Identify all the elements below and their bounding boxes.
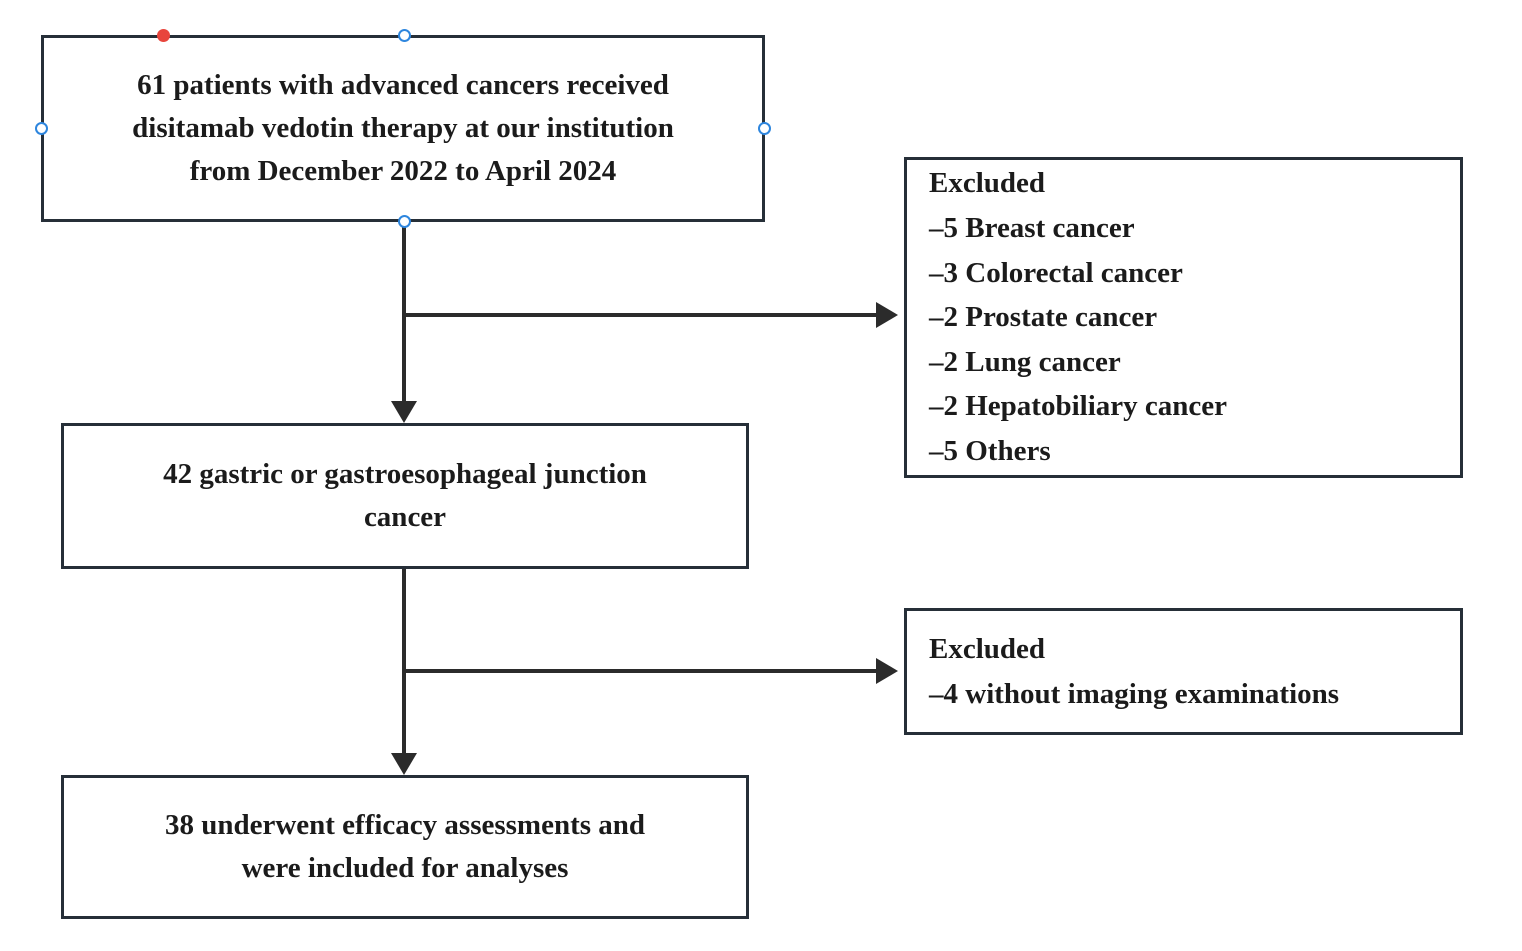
gastric-line-2: cancer xyxy=(363,501,447,533)
arrowhead-gastric-to-analysed xyxy=(391,753,417,775)
gastric-line-1: 42 gastric or gastroesophageal junction xyxy=(163,457,647,490)
excluded-box-2[interactable]: Excluded –4 without imaging examinations xyxy=(904,608,1463,735)
analysed-line-1: 38 underwent efficacy assessments and xyxy=(164,808,646,841)
analysed-line-2: were included for analyses xyxy=(241,852,569,884)
handle-middle-left[interactable] xyxy=(35,122,48,135)
connector-gastric-to-excluded-2 xyxy=(402,669,876,673)
arrowhead-enrolled-to-excluded-1 xyxy=(876,302,898,328)
handle-top-center[interactable] xyxy=(398,29,411,42)
excluded-box-1[interactable]: Excluded –5 Breast cancer –3 Colorectal … xyxy=(904,157,1463,478)
excluded-1-item-hepatobiliary: –2 Hepatobiliary cancer xyxy=(929,390,1228,423)
connector-enrolled-to-excluded-1 xyxy=(402,313,876,317)
enrolled-patients-box[interactable]: 61 patients with advanced cancers receiv… xyxy=(41,35,765,222)
arrowhead-enrolled-to-gastric xyxy=(391,401,417,423)
excluded-2-title: Excluded xyxy=(929,632,1046,665)
handle-bottom-center[interactable] xyxy=(398,215,411,228)
enrolled-line-2: disitamab vedotin therapy at our institu… xyxy=(132,112,674,145)
excluded-1-item-lung: –2 Lung cancer xyxy=(929,345,1121,378)
excluded-1-title: Excluded xyxy=(929,167,1046,200)
handle-middle-right[interactable] xyxy=(758,122,771,135)
excluded-1-item-others: –5 Others xyxy=(929,435,1051,468)
enrolled-line-1: 61 patients with advanced cancers receiv… xyxy=(137,69,669,102)
arrowhead-gastric-to-excluded-2 xyxy=(876,658,898,684)
excluded-1-item-colorectal: –3 Colorectal cancer xyxy=(929,256,1183,289)
excluded-2-item-no-imaging: –4 without imaging examinations xyxy=(929,677,1340,710)
gastric-gej-box[interactable]: 42 gastric or gastroesophageal junction … xyxy=(61,423,749,569)
connector-enrolled-down-stem xyxy=(402,221,406,413)
excluded-1-item-breast: –5 Breast cancer xyxy=(929,211,1135,244)
enrolled-line-3: from December 2022 to April 2024 xyxy=(189,154,617,187)
handle-top-left-rotate[interactable] xyxy=(157,29,170,42)
analysed-box[interactable]: 38 underwent efficacy assessments and we… xyxy=(61,775,749,919)
connector-gastric-down-stem xyxy=(402,569,406,757)
excluded-1-item-prostate: –2 Prostate cancer xyxy=(929,301,1158,334)
